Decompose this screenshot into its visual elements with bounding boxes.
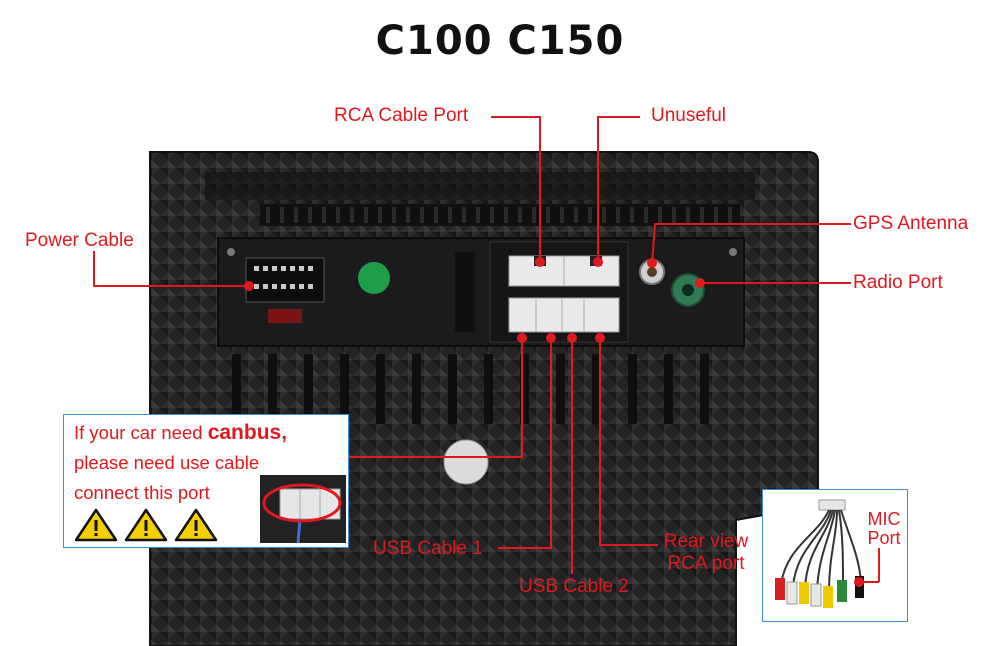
rca-harness-image <box>775 499 864 608</box>
label-usb-cable-1: USB Cable 1 <box>373 538 483 559</box>
qc-sticker <box>358 262 390 294</box>
warning-icon <box>174 508 218 542</box>
label-mic-line2: Port <box>867 528 901 548</box>
note-line-2: please need use cable <box>74 452 260 473</box>
lower-vents <box>232 354 709 424</box>
label-radio-port: Radio Port <box>853 272 943 293</box>
label-unuseful: Unuseful <box>651 105 726 126</box>
label-rear-view-line2: RCA port <box>667 553 745 574</box>
usb-and-rearview-connectors <box>508 297 620 333</box>
label-gps-antenna: GPS Antenna <box>853 213 969 234</box>
mic-leader <box>854 548 880 587</box>
note-line-1-text: If your car need <box>74 422 208 443</box>
label-rear-view-line1: Rear view <box>663 531 749 552</box>
rca-plugs <box>775 576 864 608</box>
top-vent-slots <box>266 207 732 223</box>
note-canbus-bold: canbus, <box>207 421 288 444</box>
leader-lines <box>93 116 851 574</box>
canbus-note-box: If your car need canbus, please need use… <box>63 414 349 548</box>
note-line-1: If your car need canbus, <box>74 421 287 445</box>
warning-icons <box>74 508 218 542</box>
label-usb-cable-2: USB Cable 2 <box>519 576 629 597</box>
warning-icon <box>124 508 168 542</box>
canbus-port-closeup <box>260 475 346 543</box>
page-title: C100 C150 <box>375 18 625 64</box>
label-rear-view-rca: Rear view RCA port <box>656 531 756 575</box>
label-mic-port: MIC Port <box>861 510 907 548</box>
mic-port-box: MIC Port <box>762 489 908 622</box>
warning-icon <box>74 508 118 542</box>
leader-dots <box>244 257 705 343</box>
note-line-3: connect this port <box>74 482 210 503</box>
label-mic-line1: MIC <box>867 509 901 529</box>
label-rca-cable-port: RCA Cable Port <box>334 105 469 126</box>
label-power-cable: Power Cable <box>25 230 134 251</box>
power-connector <box>245 257 325 323</box>
